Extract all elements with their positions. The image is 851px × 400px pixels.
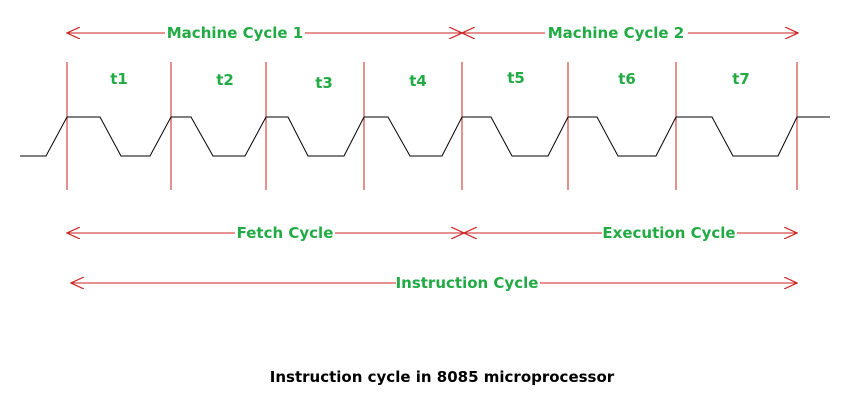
machine-cycle-2-arrow: Machine Cycle 2 [462,24,798,42]
machine-cycle-1-arrow: Machine Cycle 1 [67,24,462,42]
execution-cycle-arrow: Execution Cycle [464,224,797,242]
machine-cycle-1-label: Machine Cycle 1 [167,24,304,42]
t-state-labels: t1 t2 t3 t4 t5 t6 t7 [110,69,750,92]
diagram-caption: Instruction cycle in 8085 microprocessor [270,368,615,386]
instruction-cycle-label: Instruction Cycle [396,274,539,292]
fetch-cycle-label: Fetch Cycle [237,224,334,242]
t-state-boundaries [66,62,798,190]
execution-cycle-label: Execution Cycle [602,224,735,242]
t-state-label-6: t6 [618,70,636,88]
clock-waveform [20,116,830,157]
t-state-label-2: t2 [216,71,234,89]
fetch-cycle-arrow: Fetch Cycle [67,224,464,242]
machine-cycle-2-label: Machine Cycle 2 [548,24,685,42]
t-state-label-1: t1 [110,70,128,88]
t-state-label-3: t3 [315,74,333,92]
t-state-label-5: t5 [507,69,525,87]
t-state-label-7: t7 [732,70,750,88]
t-state-label-4: t4 [409,72,427,90]
instruction-cycle-arrow: Instruction Cycle [71,274,797,292]
